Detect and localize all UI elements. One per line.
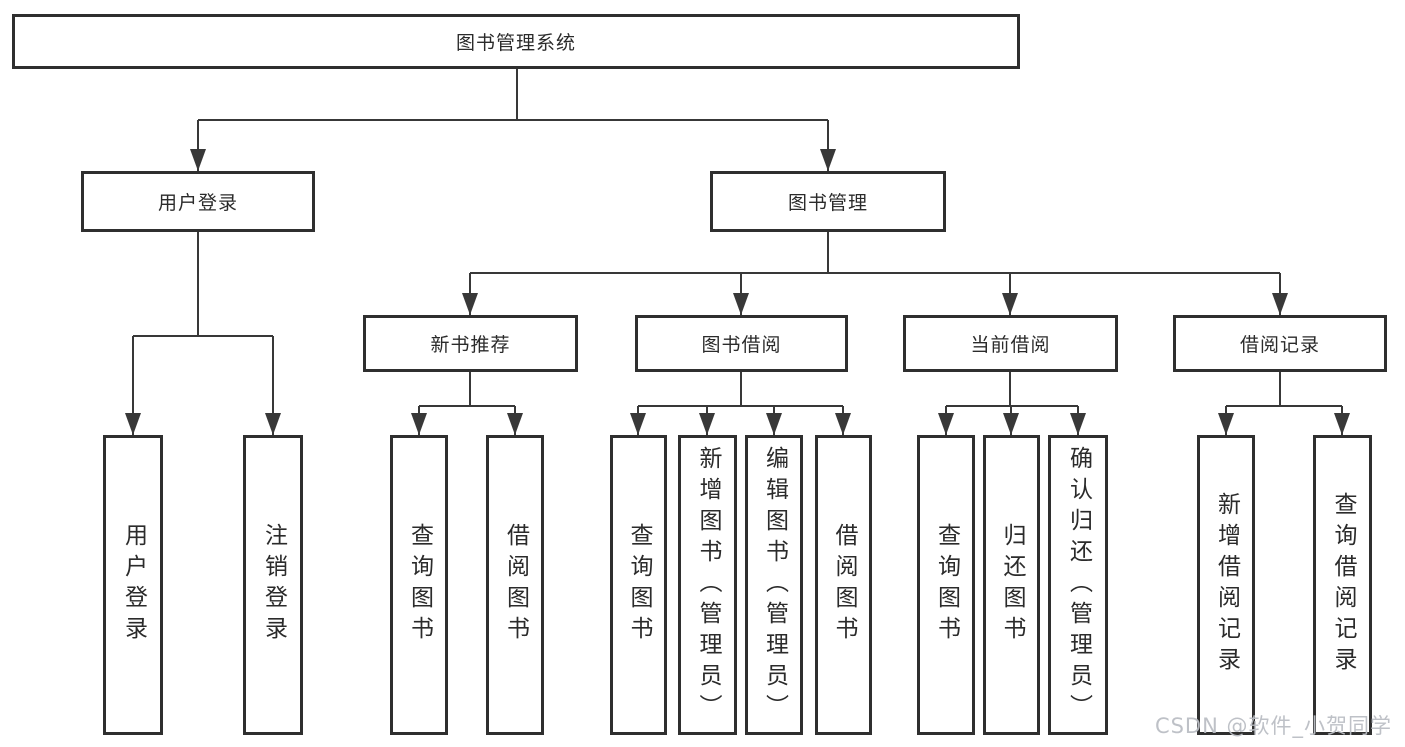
connector-current-children bbox=[938, 372, 1086, 435]
node-book-management-branch: 图书管理 bbox=[710, 171, 946, 232]
leaf-recommend-query-books: 查询图书 bbox=[390, 435, 448, 735]
connector-root-to-level2 bbox=[190, 68, 836, 171]
connector-book-mgmt-children bbox=[462, 232, 1288, 315]
leaf-borrowing-borrow-books: 借阅图书 bbox=[815, 435, 872, 735]
node-current-borrowing: 当前借阅 bbox=[903, 315, 1118, 372]
leaf-borrowing-add-books-admin: 新增图书（管理员） bbox=[678, 435, 737, 735]
node-book-borrowing: 图书借阅 bbox=[635, 315, 848, 372]
connector-borrowing-children bbox=[630, 372, 851, 435]
leaf-borrowing-edit-books-admin: 编辑图书（管理员） bbox=[745, 435, 803, 735]
node-library-system: 图书管理系统 bbox=[12, 14, 1020, 69]
connector-record-children bbox=[1218, 372, 1350, 435]
leaf-recommend-borrow-books: 借阅图书 bbox=[486, 435, 544, 735]
node-new-book-recommend: 新书推荐 bbox=[363, 315, 578, 372]
connector-recommend-children bbox=[411, 372, 523, 435]
leaf-record-query-record: 查询借阅记录 bbox=[1313, 435, 1372, 735]
connector-user-login-children bbox=[125, 232, 281, 435]
watermark-text: CSDN @软件_小贺同学 bbox=[1154, 714, 1392, 738]
leaf-current-query-books: 查询图书 bbox=[917, 435, 975, 735]
leaf-current-confirm-return-admin: 确认归还（管理员） bbox=[1048, 435, 1108, 735]
leaf-borrowing-query-books: 查询图书 bbox=[610, 435, 667, 735]
leaf-record-add-record: 新增借阅记录 bbox=[1197, 435, 1255, 735]
node-borrowing-records: 借阅记录 bbox=[1173, 315, 1387, 372]
leaf-user-login: 用户登录 bbox=[103, 435, 163, 735]
leaf-logout: 注销登录 bbox=[243, 435, 303, 735]
leaf-current-return-books: 归还图书 bbox=[983, 435, 1040, 735]
node-user-login-branch: 用户登录 bbox=[81, 171, 315, 232]
